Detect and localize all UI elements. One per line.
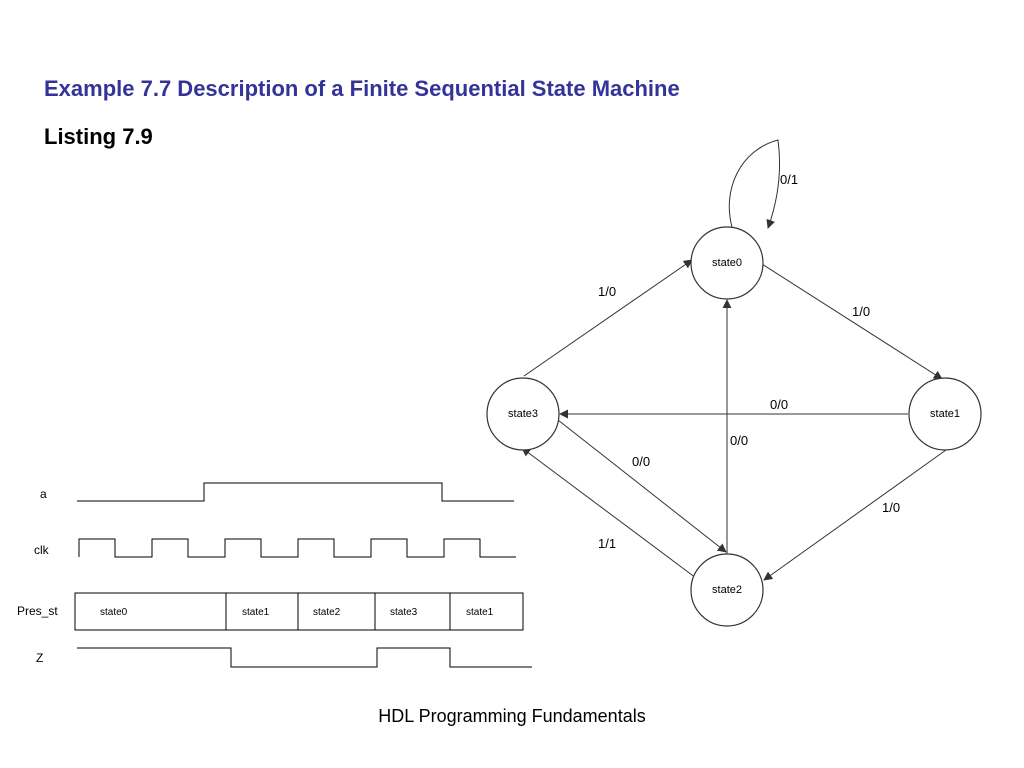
slide-title: Example 7.7 Description of a Finite Sequ… [44, 76, 680, 101]
state-label: state3 [508, 408, 538, 420]
state-node-state3: state3 [486, 377, 560, 451]
edge-label-state1-state3: 0/0 [770, 397, 788, 412]
edge-state1-state2 [763, 449, 947, 581]
edge-state2-state3 [521, 447, 697, 579]
signal-label-clk: clk [34, 543, 50, 557]
timing-diagram: a clk Pres_st state0 state1 state2 state… [17, 482, 532, 668]
edge-label-state3-state0: 1/0 [598, 284, 616, 299]
state-node-state0: state0 [690, 226, 764, 300]
edge-state0-self [728, 139, 780, 229]
waveform-a [77, 482, 514, 502]
edge-state0-state1 [761, 263, 943, 380]
edge-state3-state0 [523, 259, 693, 377]
pres-st-cell: state3 [390, 607, 418, 618]
pres-st-row: state0 state1 state2 state3 state1 [74, 592, 524, 631]
edge-state3-state2 [557, 419, 727, 553]
state-label: state0 [712, 257, 742, 269]
edge-label-state0-state1: 1/0 [852, 304, 870, 319]
waveform-clk [78, 538, 516, 558]
pres-st-cell: state2 [313, 607, 341, 618]
pres-st-cell: state1 [466, 607, 494, 618]
state-label: state1 [930, 408, 960, 420]
edge-label-state0-self: 0/1 [780, 172, 798, 187]
signal-label-a: a [40, 487, 47, 501]
edge-label-state1-state2: 1/0 [882, 500, 900, 515]
slide-footer: HDL Programming Fundamentals [0, 706, 1024, 727]
state-node-state2: state2 [690, 553, 764, 627]
state-label: state2 [712, 584, 742, 596]
state-diagram: 0/1 1/0 1/0 0/0 0/0 0/0 1/1 [486, 139, 982, 627]
state-node-state1: state1 [908, 377, 982, 451]
pres-st-cell: state1 [242, 607, 270, 618]
slide-subtitle: Listing 7.9 [44, 124, 153, 149]
signal-label-pres-st: Pres_st [17, 604, 58, 618]
pres-st-cell: state0 [100, 607, 128, 618]
signal-label-z: Z [36, 651, 43, 665]
waveform-z [77, 647, 532, 668]
edge-label-state2-state3: 1/1 [598, 536, 616, 551]
footer-text: HDL Programming Fundamentals [378, 706, 646, 726]
edge-label-state3-state2: 0/0 [632, 454, 650, 469]
edge-label-state2-state0: 0/0 [730, 433, 748, 448]
